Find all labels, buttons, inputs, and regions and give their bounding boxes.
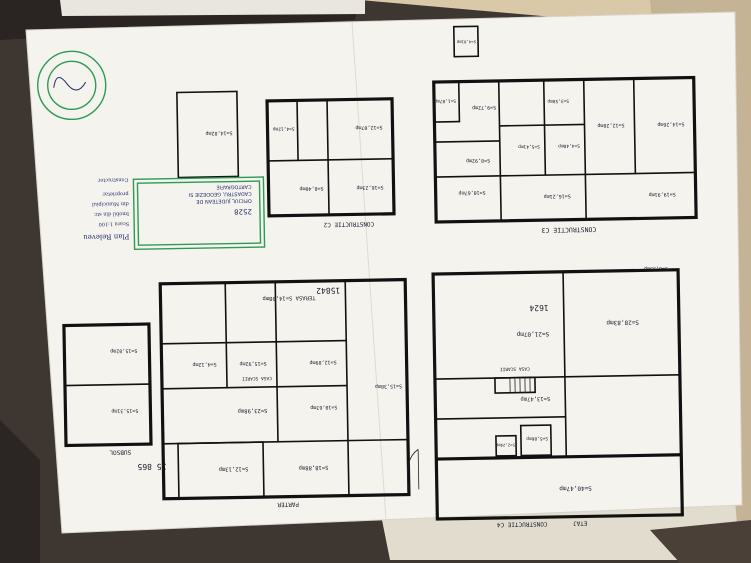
- annex-area: S=4,01mp: [456, 39, 476, 44]
- plan-c4-etaj: S=28,83mp S=8,35mp S=21,07mp S=13,47mp C…: [431, 265, 684, 528]
- parter-room-hol: S=4,12mp: [192, 361, 216, 367]
- handwritten-notes: Plan Releveu Scara 1:100 Imobil din str.…: [83, 176, 130, 241]
- c3-room-hol: S=5,41mp: [518, 143, 540, 149]
- c2-room-boxa: S=4,12mp: [273, 125, 295, 131]
- stamp-line-2: CADASTRU, GEODEZIE SI: [189, 190, 252, 197]
- parter-room-terasa: TERASA S=14,08mp: [262, 294, 315, 301]
- plan-subsol: S=15,31mp S=15,02mp SUBSOL 25 865: [62, 322, 166, 472]
- parter-code: 15842: [316, 286, 340, 295]
- parter-room-cam-b: S=12,89mp: [309, 359, 336, 365]
- c2-caption: CONSTRUCTIE C2: [323, 220, 374, 228]
- c4-room-camera-b: S=21,07mp: [516, 330, 549, 338]
- stamp-number: 2528: [234, 207, 252, 215]
- notes-line-1: Scara 1:100: [99, 220, 130, 227]
- parter-room-cam-c: S=10,63mp: [310, 404, 337, 410]
- subsol-caption: SUBSOL: [109, 448, 131, 455]
- drawing-sheet: S=19,91mp S=16,21mp S=10,67mp S=14,26mp …: [25, 11, 743, 534]
- subsol-room-b: S=15,02mp: [110, 347, 137, 353]
- c3-caption: CONSTRUCTIE C3: [541, 225, 596, 234]
- c3-room-camera-b: S=12,28mp: [597, 122, 624, 128]
- parter-room-scara: CASA SCARII: [242, 375, 272, 382]
- c3-room-baie: S=4,40mp: [558, 142, 580, 148]
- parter-room-cam-a: S=15,92mp: [239, 360, 266, 366]
- subsol-room-a: S=15,31mp: [111, 407, 138, 413]
- parter-room-boxa: S=12,13mp: [219, 465, 249, 472]
- c4-room-wc: S=2,24mp: [495, 443, 515, 448]
- subsol-code: 25 865: [137, 462, 166, 472]
- plan-parter: S=18,88mp S=12,13mp S=15,38mp S=23,98mp …: [158, 277, 420, 508]
- c3-room-dormitor: S=10,67mp: [459, 189, 486, 195]
- round-stamp: [37, 50, 107, 121]
- notes-signature: Constructor: [97, 176, 128, 183]
- c4-room-hol: S=13,47mp: [520, 395, 550, 402]
- c4-room-pod: S=40,47mp: [559, 484, 592, 492]
- plan-c2: S=16,23mp S=8,40mp S=12,07mp S=4,12mp CO…: [176, 90, 396, 228]
- c3-room-wc: S=1,87mp: [434, 98, 456, 104]
- notes-line-3: din Municipiul: [92, 200, 129, 207]
- stamp-line-1: OFICIUL JUDETEAN DE: [196, 197, 252, 204]
- c3-room-bucatarie: S=8,92mp: [466, 157, 490, 163]
- notes-line-2: Imobil din str.: [93, 210, 129, 217]
- plan-annex: S=4,01mp: [452, 25, 480, 58]
- notes-line-4: proprietar: [102, 190, 129, 196]
- c2-room-depozit: S=14,82mp: [205, 130, 232, 136]
- c4-room-balcon: S=8,35mp: [644, 265, 668, 271]
- c3-room-terasa: S=19,91mp: [649, 191, 676, 197]
- parter-caption: PARTER: [277, 500, 299, 507]
- c4-caption: CONSTRUCTIE C4: [496, 520, 547, 528]
- c4-code: 1624: [529, 303, 549, 312]
- official-stamp: 2528 OFICIUL JUDETEAN DE CADASTRU, GEODE…: [132, 176, 266, 250]
- c4-room-camera-a: S=28,83mp: [606, 318, 639, 326]
- notes-heading: Plan Releveu: [83, 232, 130, 241]
- parter-room-cam-d: S=15,38mp: [375, 383, 402, 389]
- c2-room-hol: S=8,40mp: [299, 185, 323, 191]
- c4-room-baie: S=5,86mp: [526, 435, 548, 441]
- c3-room-terasa-est: S=9,72mp: [472, 104, 496, 110]
- parter-room-garaj: S=18,88mp: [299, 464, 329, 471]
- c3-room-camera-a: S=14,26mp: [657, 121, 684, 127]
- stamp-line-3: CARTOGRAFIE: [216, 183, 251, 190]
- c3-room-sufragerie: S=16,21mp: [544, 193, 571, 199]
- c3-room-hall: S=3,58mp: [547, 98, 569, 104]
- c4-etaj-caption: ETAJ: [573, 519, 588, 526]
- plan-c3: S=19,91mp S=16,21mp S=10,67mp S=14,26mp …: [432, 75, 698, 234]
- parter-room-magazie: S=23,98mp: [238, 407, 268, 414]
- c4-room-scara: CASA SCARII: [500, 365, 530, 372]
- c2-room-magazie-b: S=12,07mp: [355, 124, 382, 130]
- c2-room-magazie-a: S=16,23mp: [356, 184, 383, 190]
